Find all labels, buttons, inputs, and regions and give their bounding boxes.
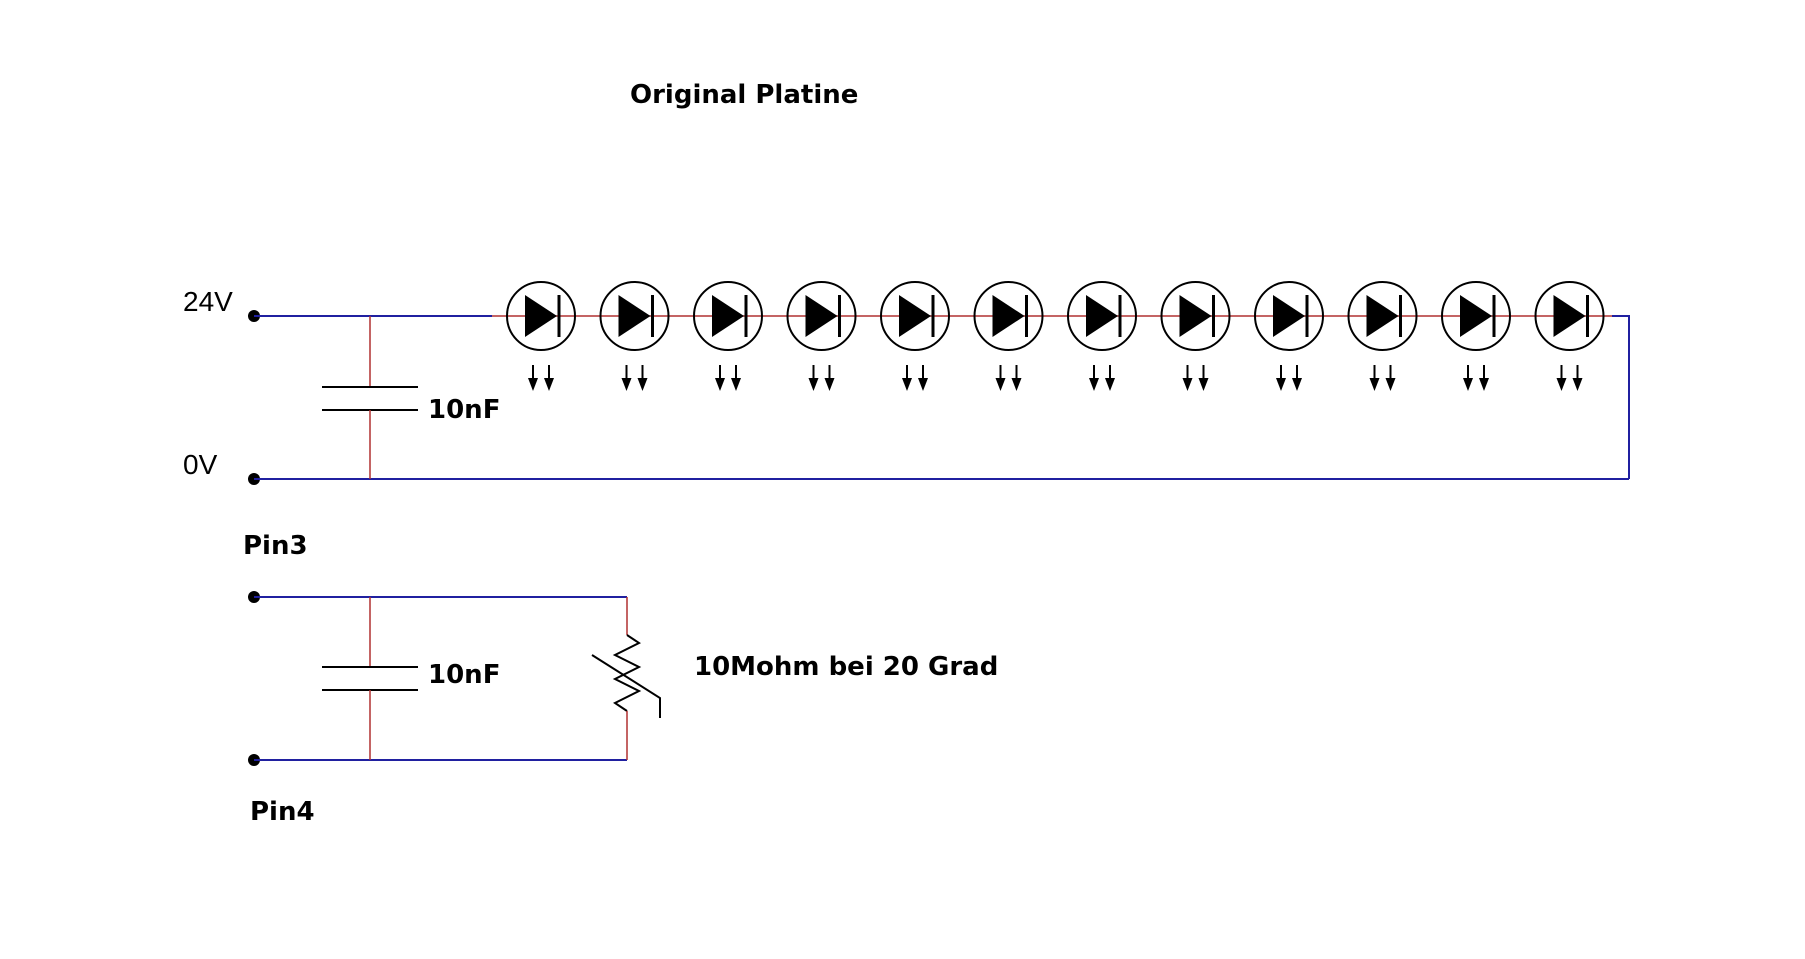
led-body xyxy=(1347,281,1418,351)
led-1 xyxy=(506,281,576,391)
capacitor-upper-label: 10nF xyxy=(428,395,500,425)
led-10 xyxy=(1347,281,1418,391)
led-emission-arrow xyxy=(1556,365,1567,391)
thermistor-label: 10Mohm bei 20 Grad xyxy=(694,652,998,682)
led-triangle xyxy=(992,295,1025,337)
led-emission-arrow xyxy=(1182,365,1193,391)
led-emission-arrow xyxy=(918,365,928,391)
led-triangle xyxy=(618,295,651,337)
led-body xyxy=(973,281,1044,351)
led-emission-arrow xyxy=(902,365,912,391)
led-emission-arrow xyxy=(621,365,632,391)
led-emission-arrow xyxy=(1572,365,1583,391)
led-8 xyxy=(1160,281,1231,391)
led-emission-arrow xyxy=(1463,365,1473,391)
led-string xyxy=(506,281,1605,391)
led-triangle xyxy=(1086,295,1118,337)
led-body xyxy=(880,281,950,351)
led-body xyxy=(599,281,670,351)
led-triangle xyxy=(899,295,931,337)
led-2 xyxy=(599,281,670,391)
led-emission-arrow xyxy=(995,365,1006,391)
led-body xyxy=(1160,281,1231,351)
wire-return xyxy=(1612,315,1630,479)
led-triangle xyxy=(1179,295,1212,337)
capacitor-lower-label: 10nF xyxy=(428,660,500,690)
led-triangle xyxy=(1460,295,1492,337)
led-triangle xyxy=(1366,295,1399,337)
led-body xyxy=(1254,281,1324,351)
led-emission-arrow xyxy=(1105,365,1115,391)
pin3-label: Pin3 xyxy=(243,531,308,561)
supply-0v-label: 0V xyxy=(183,449,218,480)
led-7 xyxy=(1067,281,1137,391)
led-triangle xyxy=(525,295,557,337)
led-emission-arrow xyxy=(1198,365,1209,391)
led-emission-arrow xyxy=(637,365,648,391)
led-triangle xyxy=(712,295,744,337)
led-emission-arrow xyxy=(808,365,819,391)
led-body xyxy=(1534,281,1605,351)
led-emission-arrow xyxy=(528,365,538,391)
led-emission-arrow xyxy=(1369,365,1380,391)
led-emission-arrow xyxy=(824,365,835,391)
led-emission-arrow xyxy=(1479,365,1489,391)
led-3 xyxy=(693,281,763,391)
led-emission-arrow xyxy=(1011,365,1022,391)
pin4-label: Pin4 xyxy=(250,797,315,827)
led-5 xyxy=(880,281,950,391)
led-emission-arrow xyxy=(731,365,741,391)
led-12 xyxy=(1534,281,1605,391)
led-body xyxy=(786,281,857,351)
led-triangle xyxy=(1553,295,1586,337)
led-body xyxy=(693,281,763,351)
led-triangle xyxy=(1273,295,1305,337)
led-triangle xyxy=(805,295,838,337)
led-6 xyxy=(973,281,1044,391)
led-body xyxy=(1441,281,1511,351)
led-emission-arrow xyxy=(1292,365,1302,391)
led-body xyxy=(506,281,576,351)
led-emission-arrow xyxy=(1089,365,1099,391)
led-emission-arrow xyxy=(1385,365,1396,391)
led-emission-arrow xyxy=(544,365,554,391)
led-4 xyxy=(786,281,857,391)
supply-24v-label: 24V xyxy=(183,286,233,317)
diagram-title: Original Platine xyxy=(630,80,858,110)
capacitor-upper xyxy=(322,316,418,479)
thermistor-symbol xyxy=(591,597,661,760)
led-emission-arrow xyxy=(715,365,725,391)
led-emission-arrow xyxy=(1276,365,1286,391)
led-9 xyxy=(1254,281,1324,391)
capacitor-lower xyxy=(322,597,418,760)
led-body xyxy=(1067,281,1137,351)
led-11 xyxy=(1441,281,1511,391)
